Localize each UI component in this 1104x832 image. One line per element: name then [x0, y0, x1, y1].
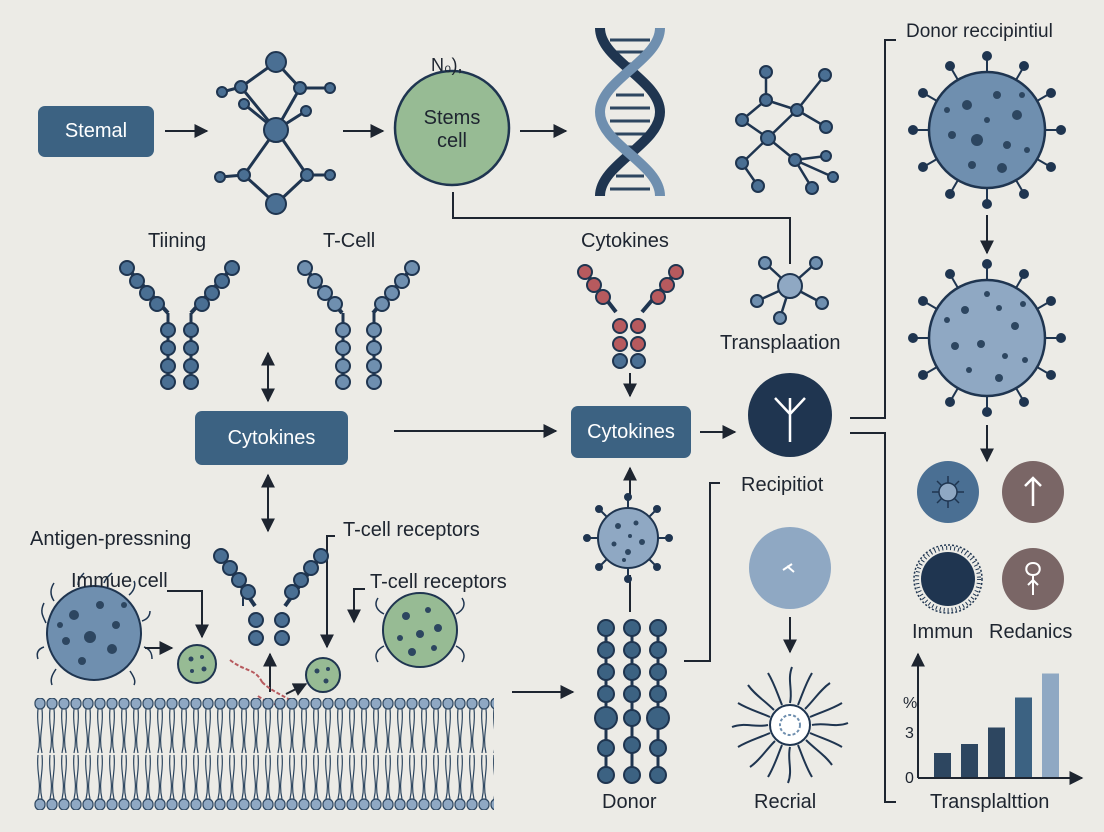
t-cell-label: T-Cell: [323, 230, 376, 252]
connector-bracket: [452, 192, 791, 264]
dna-helix-icon: [594, 27, 666, 197]
recipient-circle: [748, 373, 832, 457]
antigen-label: Antigen-pressning: [30, 528, 192, 550]
donor-chains: [594, 619, 670, 784]
tiining-label: Tiining: [148, 230, 207, 252]
stemal-box: Stemal: [38, 106, 154, 157]
cytokines-heading: Cytokines: [581, 230, 669, 252]
virus-icon-small: [583, 493, 673, 583]
green-cell-small-2: [305, 657, 341, 693]
transplant-molecule-icon: [750, 256, 829, 325]
donor-recipient-label: Donor reccipintiul: [906, 21, 1053, 42]
immune-cell-icon: [917, 461, 979, 523]
top-fragment-label: N₀),: [431, 55, 463, 75]
starburst-cell-icon: [731, 666, 849, 784]
up-down-arrow-icon: [1002, 461, 1064, 523]
green-cell-large: [375, 592, 465, 668]
lipid-bilayer: [34, 698, 494, 810]
chart-ytick-3: 3: [905, 725, 914, 742]
stems-cell-circle: [393, 69, 511, 187]
donor-label: Donor: [602, 791, 657, 813]
network-molecule-icon: [735, 65, 839, 195]
chart-ytick-0: 0: [905, 770, 914, 787]
cytokines-box-left: Cytokines: [195, 411, 348, 465]
chart-bar-2: [961, 744, 978, 777]
chart-bar-3: [988, 727, 1005, 777]
chart-bar-1: [934, 753, 951, 777]
dark-burst-icon: [913, 544, 983, 614]
immun-label: Immun: [912, 621, 974, 643]
chart-xlabel: Transplalttion: [930, 791, 1050, 813]
redanics-label: Redanics: [989, 621, 1073, 643]
cytokines-box-center: Cytokines: [571, 406, 691, 458]
antibody-icon-1: [119, 260, 240, 390]
antibody-icon-2: [297, 260, 420, 390]
recrial-label: Recrial: [754, 791, 817, 813]
recipitiot-label: Recipitiot: [741, 474, 824, 496]
tcr-label-2: T-cell receptors: [370, 571, 507, 593]
chart-bar-5: [1042, 673, 1059, 777]
recipient-light-circle: [749, 527, 831, 609]
virus-icon-large-1: [908, 51, 1066, 209]
immue-cell-label: Immue cell: [71, 570, 168, 592]
bottom-left-arrows: [145, 535, 365, 696]
antibody-icon-red: [577, 264, 684, 369]
molecule-icon-1: [214, 51, 336, 215]
tcell-receptor-icon: [213, 548, 329, 706]
chart-bar-4: [1015, 697, 1032, 777]
tcr-label-1: T-cell receptors: [343, 519, 480, 541]
transplaation-label: Transplaation: [720, 332, 841, 354]
bar-chart: [911, 652, 1084, 785]
stems-cell-label: Stems cell: [423, 107, 481, 152]
plant-icon: [1002, 548, 1064, 610]
green-cell-small-1: [177, 644, 217, 684]
chart-ytick-percent: %: [903, 695, 918, 712]
virus-icon-large-2: [908, 259, 1066, 417]
